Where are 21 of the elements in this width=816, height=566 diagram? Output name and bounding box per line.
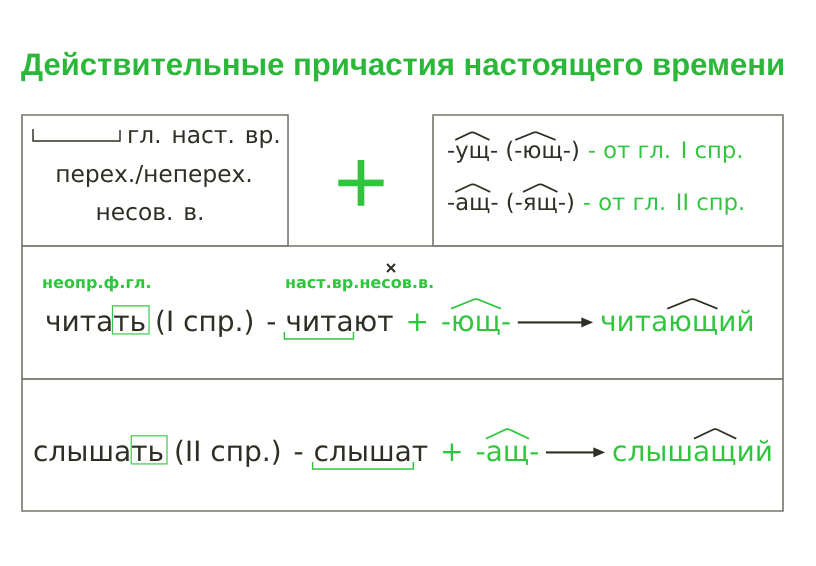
plus-sign: + <box>408 313 426 331</box>
grammar-note: несов. в. <box>98 206 202 220</box>
grammar-note: неопр.ф.гл. <box>43 276 150 292</box>
suffix-text: -ащ- (-ящ-) <box>448 192 573 214</box>
grammar-note: гл. наст. вр. <box>129 130 278 148</box>
grammar-note: - от гл. I спр. <box>588 141 742 163</box>
grammar-note: наст.вр.несов.в. <box>286 279 433 292</box>
suffix-text: -ащ- <box>476 445 538 465</box>
title: Действительные причастия настоящего времени <box>21 52 783 82</box>
participle-word: читающий <box>602 310 752 335</box>
participle-word: слышащий <box>614 440 770 465</box>
plus-sign: + <box>338 160 384 206</box>
suffix-text: -ющ- <box>442 315 510 335</box>
suffix-text: -ущ- (-ющ-) <box>448 140 578 163</box>
verb-word: слышат <box>315 445 428 462</box>
grammar-note: перех./неперех. <box>57 164 250 187</box>
grammar-note: - от гл. II спр. <box>584 193 743 215</box>
verb-word: читают <box>287 315 393 332</box>
plus-sign: + <box>443 443 461 461</box>
grammar-note: (II спр.) - <box>176 440 302 467</box>
grammar-note: (I спр.) - <box>157 310 276 337</box>
